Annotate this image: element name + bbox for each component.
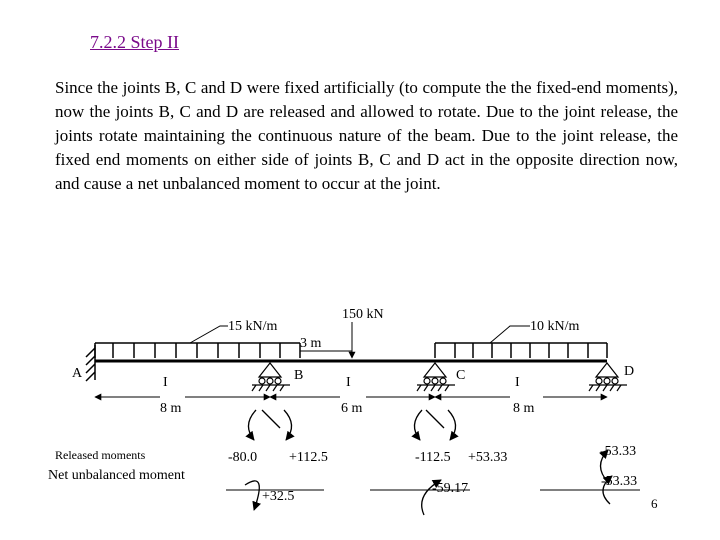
explanation-paragraph: Since the joints B, C and D were fixed a… (55, 78, 678, 193)
label-3m: 3 m (300, 336, 322, 351)
released-moments-label: Released moments (55, 448, 146, 462)
joint-a-label: A (72, 366, 83, 381)
joint-c-label: C (456, 368, 465, 383)
net-moment-arcs (244, 475, 613, 516)
released-moment-arcs (245, 409, 609, 483)
joint-d-label: D (624, 364, 634, 379)
support-c (416, 362, 455, 392)
net-c: -59.17 (432, 481, 468, 496)
support-b (251, 362, 290, 392)
label-15kn-m: 15 kN/m (228, 319, 278, 334)
released-b-left: -80.0 (228, 450, 257, 465)
net-unbalanced-label: Net unbalanced moment (48, 468, 185, 483)
released-b-right: +112.5 (289, 450, 328, 465)
label-150kn: 150 kN (342, 307, 384, 322)
released-d: -53.33 (600, 444, 636, 459)
net-d: -53.33 (601, 474, 637, 489)
inertia-cd: I (515, 375, 520, 390)
support-d (588, 362, 627, 392)
inertia-ab: I (163, 375, 168, 390)
page-number: 6 (651, 496, 658, 511)
net-b: +32.5 (262, 489, 294, 504)
released-c-left: -112.5 (415, 450, 451, 465)
released-c-right: +53.33 (468, 450, 507, 465)
span-bc: 6 m (341, 401, 363, 416)
label-10kn-m: 10 kN/m (530, 319, 580, 334)
span-ab: 8 m (160, 401, 182, 416)
section-heading: 7.2.2 Step II (90, 32, 179, 52)
joint-b-label: B (294, 368, 303, 383)
point-load (300, 322, 356, 359)
udl-right (434, 325, 608, 358)
inertia-bc: I (346, 375, 351, 390)
span-cd: 8 m (513, 401, 535, 416)
fixed-support-a (85, 345, 96, 382)
